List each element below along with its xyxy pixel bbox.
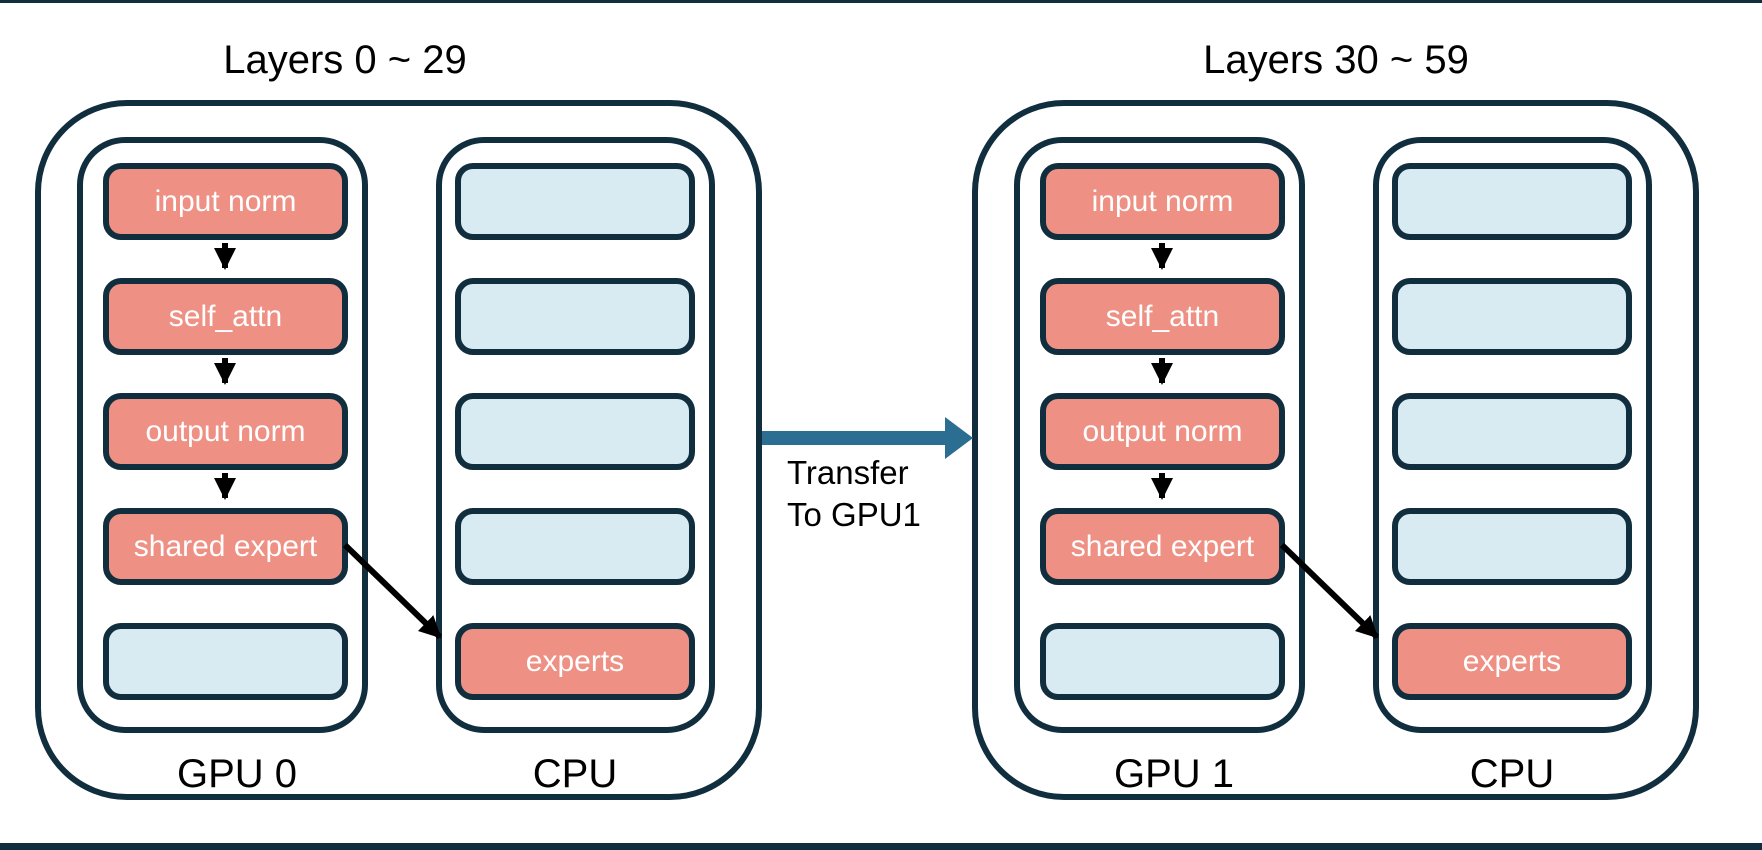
sharedexpert-to-experts-arrow-left	[342, 542, 443, 640]
cpu-left-empty-slot-3	[455, 393, 695, 470]
self-attn-box-right: self_attn	[1040, 278, 1285, 355]
input-norm-label: input norm	[154, 184, 297, 218]
transfer-caption: Transfer To GPU1	[787, 452, 921, 536]
experts-box-left: experts	[455, 623, 695, 700]
shared-expert-box: shared expert	[103, 508, 348, 585]
group-title-layers-30-59: Layers 30 ~ 59	[1203, 38, 1469, 82]
experts-label: experts	[1462, 644, 1562, 678]
output-norm-box: output norm	[103, 393, 348, 470]
cpu-right-empty-slot-2	[1392, 278, 1632, 355]
output-norm-label: output norm	[1082, 414, 1243, 448]
experts-box-right: experts	[1392, 623, 1632, 700]
top-edge-line	[0, 0, 1762, 3]
self-attn-box: self_attn	[103, 278, 348, 355]
group-title-layers-0-29: Layers 0 ~ 29	[223, 38, 467, 82]
gpu1-device-label: GPU 1	[1113, 752, 1235, 796]
cpu-left-empty-slot-4	[455, 508, 695, 585]
cpu-right-empty-slot-1	[1392, 163, 1632, 240]
transfer-caption-line2: To GPU1	[787, 496, 921, 533]
transfer-caption-line1: Transfer	[787, 454, 909, 491]
cpu-left-empty-slot-1	[455, 163, 695, 240]
gpu1-empty-slot	[1040, 623, 1285, 700]
cpu-device-label-right: CPU	[1469, 752, 1555, 796]
cpu-right-empty-slot-4	[1392, 508, 1632, 585]
shared-expert-label: shared expert	[1070, 529, 1255, 563]
gpu0-empty-slot	[103, 623, 348, 700]
transfer-to-gpu1-arrow	[762, 417, 973, 459]
cpu-left-empty-slot-2	[455, 278, 695, 355]
sharedexpert-to-experts-arrow-right	[1279, 542, 1380, 640]
self-attn-label: self_attn	[168, 299, 283, 333]
bottom-edge-line	[0, 843, 1762, 850]
shared-expert-label: shared expert	[133, 529, 318, 563]
self-attn-label: self_attn	[1105, 299, 1220, 333]
experts-label: experts	[525, 644, 625, 678]
input-norm-box: input norm	[103, 163, 348, 240]
input-norm-label: input norm	[1091, 184, 1234, 218]
gpu0-device-label: GPU 0	[176, 752, 298, 796]
output-norm-label: output norm	[145, 414, 306, 448]
input-norm-box-right: input norm	[1040, 163, 1285, 240]
output-norm-box-right: output norm	[1040, 393, 1285, 470]
cpu-device-label-left: CPU	[532, 752, 618, 796]
cpu-right-empty-slot-3	[1392, 393, 1632, 470]
